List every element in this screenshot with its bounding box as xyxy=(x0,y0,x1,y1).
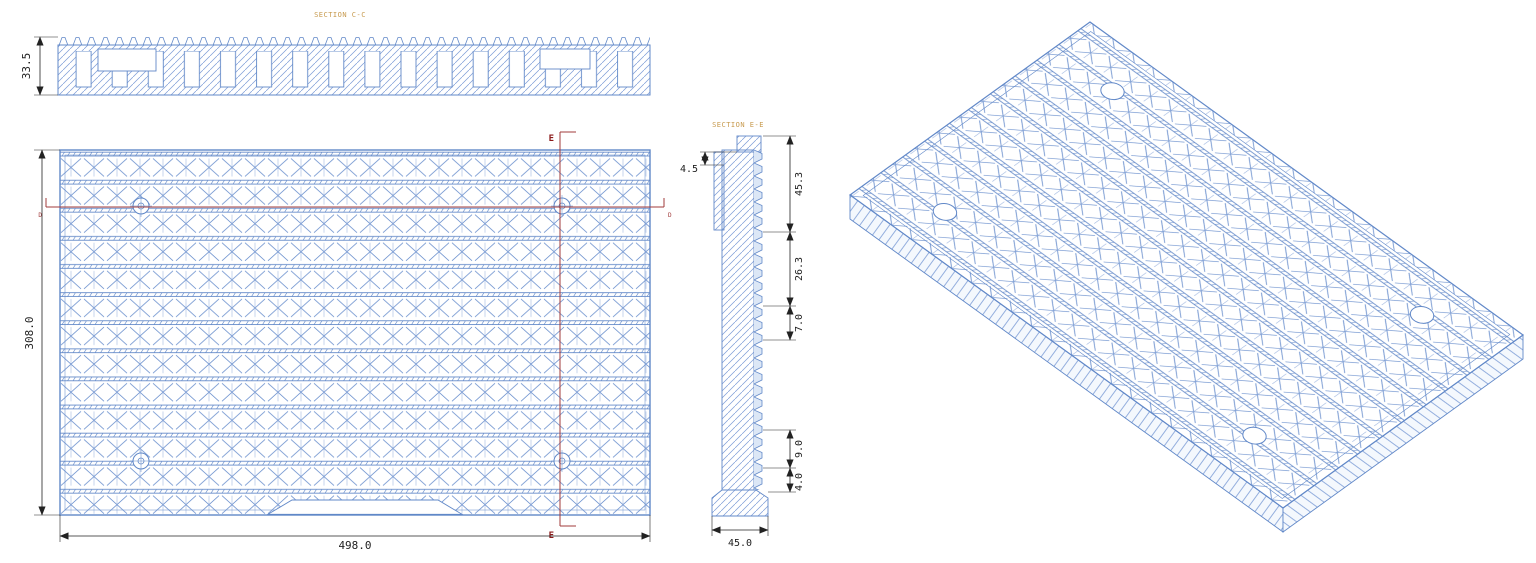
dim-text: 498.0 xyxy=(338,539,371,552)
plan-outline xyxy=(59,149,651,516)
ee-saw-teeth xyxy=(754,150,763,490)
section-label-d-right: D xyxy=(668,212,672,219)
dim-text: 9.0 xyxy=(794,440,805,458)
iso-hole xyxy=(928,200,961,224)
dim-4-5: 4.5 xyxy=(680,151,737,175)
dim-45-3: 45.3 xyxy=(763,135,805,233)
dim-9-0: 9.0 xyxy=(763,429,805,469)
dim-498: 498.0 xyxy=(59,515,651,552)
section-label-e-top: E xyxy=(549,134,554,144)
lifting-hole xyxy=(130,450,152,472)
lifting-hole xyxy=(551,450,573,472)
section-cc-label: SECTION C-C xyxy=(314,11,366,19)
ee-foot xyxy=(711,489,769,517)
dim-text: 4.5 xyxy=(680,164,698,175)
dim-text: 26.3 xyxy=(794,257,805,281)
iso-hole xyxy=(1096,79,1129,103)
lifting-hole xyxy=(130,195,152,217)
dim-text: 7.0 xyxy=(794,314,805,332)
section-ee-label: SECTION E-E xyxy=(712,121,764,129)
cc-teeth-strip xyxy=(58,37,650,45)
lifting-hole xyxy=(551,195,573,217)
dim-26-3: 26.3 xyxy=(763,231,805,307)
dim-45-0: 45.0 xyxy=(711,516,769,549)
cc-left-notch xyxy=(97,48,157,72)
ee-web xyxy=(721,149,755,491)
section-cc-view: SECTION C-C 33.5 xyxy=(20,11,651,96)
plan-bottom-notch xyxy=(266,499,464,515)
section-ee-view: SECTION E-E 4.5 45.3 26.3 7.0 xyxy=(680,121,805,549)
isometric-view xyxy=(850,22,1523,533)
iso-hole xyxy=(1406,303,1439,327)
cc-right-notch xyxy=(539,48,591,70)
iso-plate-surface xyxy=(850,22,1523,508)
dim-text: 45.0 xyxy=(728,538,752,549)
dim-308: 308.0 xyxy=(23,149,60,516)
dim-33-5: 33.5 xyxy=(20,36,58,96)
plan-view: D D E E 308.0 498.0 xyxy=(23,131,672,552)
iso-top-face xyxy=(850,22,1523,508)
dim-text: 4.0 xyxy=(794,473,805,491)
iso-hole xyxy=(1238,424,1271,448)
dim-7-0: 7.0 xyxy=(763,305,805,341)
iso-inner-border xyxy=(863,32,1510,499)
dim-text: 33.5 xyxy=(20,53,33,80)
dim-4-0: 4.0 xyxy=(768,467,805,493)
dim-text: 45.3 xyxy=(794,172,805,196)
dim-text: 308.0 xyxy=(23,316,36,349)
